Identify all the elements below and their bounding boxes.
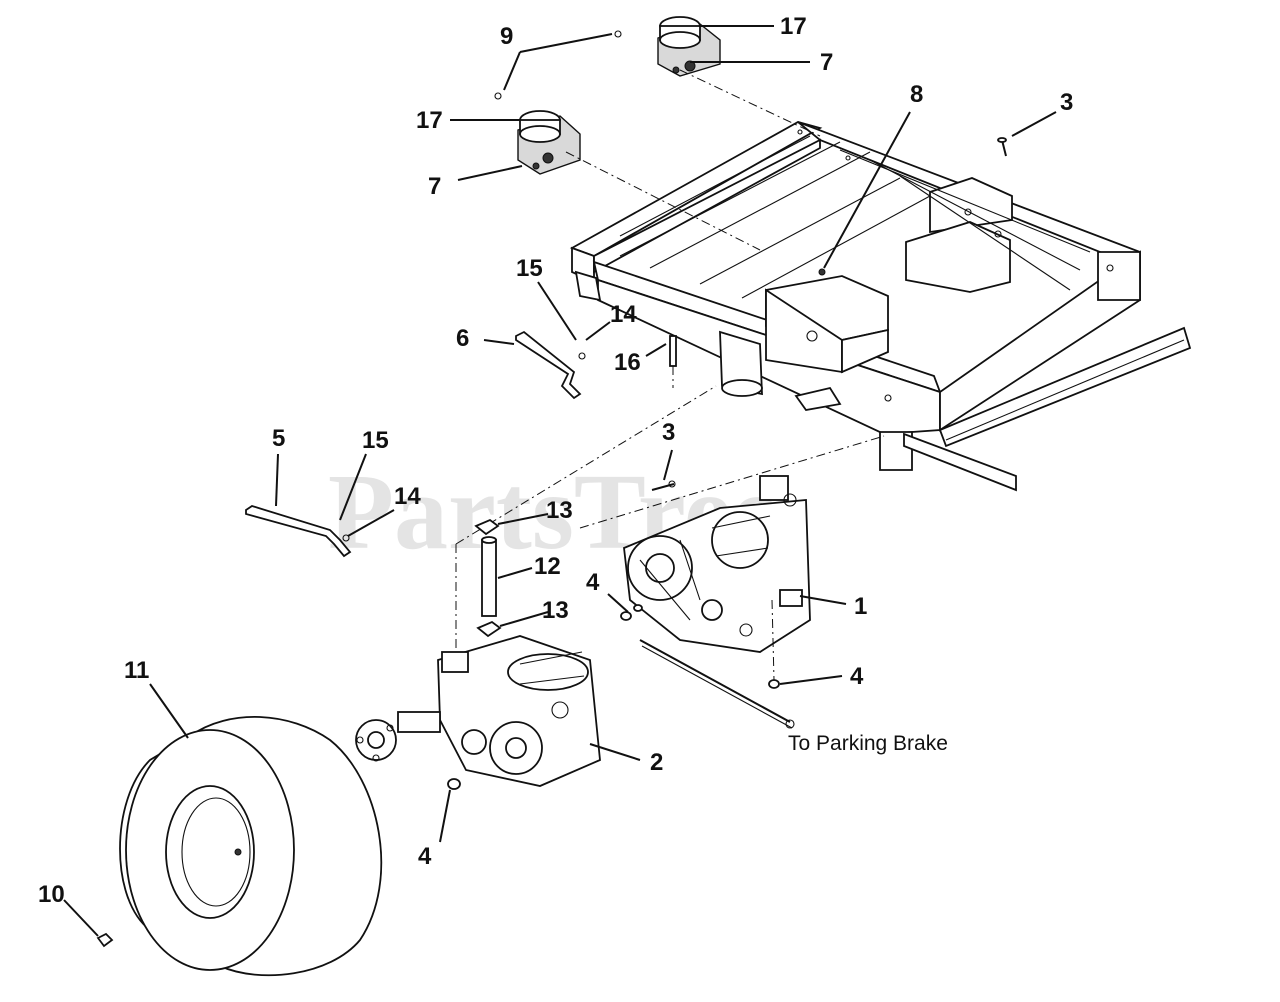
callout-2: 2 [650, 749, 663, 776]
callout-15-upper: 15 [516, 255, 543, 282]
callout-13-lower: 13 [542, 597, 569, 624]
callout-numbers: 17 7 9 17 7 8 3 15 14 6 16 5 15 14 3 13 … [38, 13, 1073, 908]
callout-14-upper: 14 [610, 301, 637, 328]
wheel-tire-11 [119, 715, 383, 977]
pin-16 [669, 335, 677, 388]
callout-6: 6 [456, 325, 469, 352]
callout-4-lower: 4 [418, 843, 432, 870]
leader-lines [63, 25, 1057, 937]
callout-15-lower: 15 [362, 427, 389, 454]
callout-10: 10 [38, 881, 65, 908]
callout-1: 1 [854, 593, 867, 620]
cap-13-top [474, 518, 500, 536]
nut-4-right [768, 679, 780, 689]
fastener-9a [614, 30, 622, 38]
fastener-9b [494, 92, 502, 100]
callout-5: 5 [272, 425, 285, 452]
linkage-rod-5 [245, 505, 352, 558]
callout-11: 11 [124, 657, 149, 684]
callout-4-right: 4 [850, 663, 864, 690]
callout-9: 9 [500, 23, 513, 50]
callout-4-mid: 4 [586, 569, 600, 596]
spacer-tube-12 [481, 536, 497, 617]
callout-14-lower: 14 [394, 483, 421, 510]
chassis-frame [569, 121, 1192, 492]
callout-12: 12 [534, 553, 561, 580]
callout-7-lower: 7 [428, 173, 441, 200]
linkage-rod-6 [515, 330, 582, 400]
callout-7-upper: 7 [820, 49, 833, 76]
to-parking-brake-note: To Parking Brake [788, 732, 948, 755]
callout-13-upper: 13 [546, 497, 573, 524]
callout-3-top: 3 [1060, 89, 1073, 116]
callout-17-upper: 17 [780, 13, 807, 40]
bolt-3-top [997, 137, 1007, 157]
callout-8: 8 [910, 81, 923, 108]
parking-brake-rod [639, 639, 795, 729]
lug-nut-10 [96, 932, 114, 948]
control-valve-lower [517, 110, 581, 175]
nut-4-lower [447, 778, 461, 790]
callout-16: 16 [614, 349, 641, 376]
callout-17-lower: 17 [416, 107, 443, 134]
bolt-3-mid [651, 480, 676, 491]
cap-13-bottom [476, 620, 502, 638]
transaxle-left [355, 635, 601, 787]
control-valve-upper [657, 16, 721, 77]
transaxle-right [623, 475, 811, 653]
callout-3-mid: 3 [662, 419, 675, 446]
nut-4-mid [620, 604, 643, 621]
